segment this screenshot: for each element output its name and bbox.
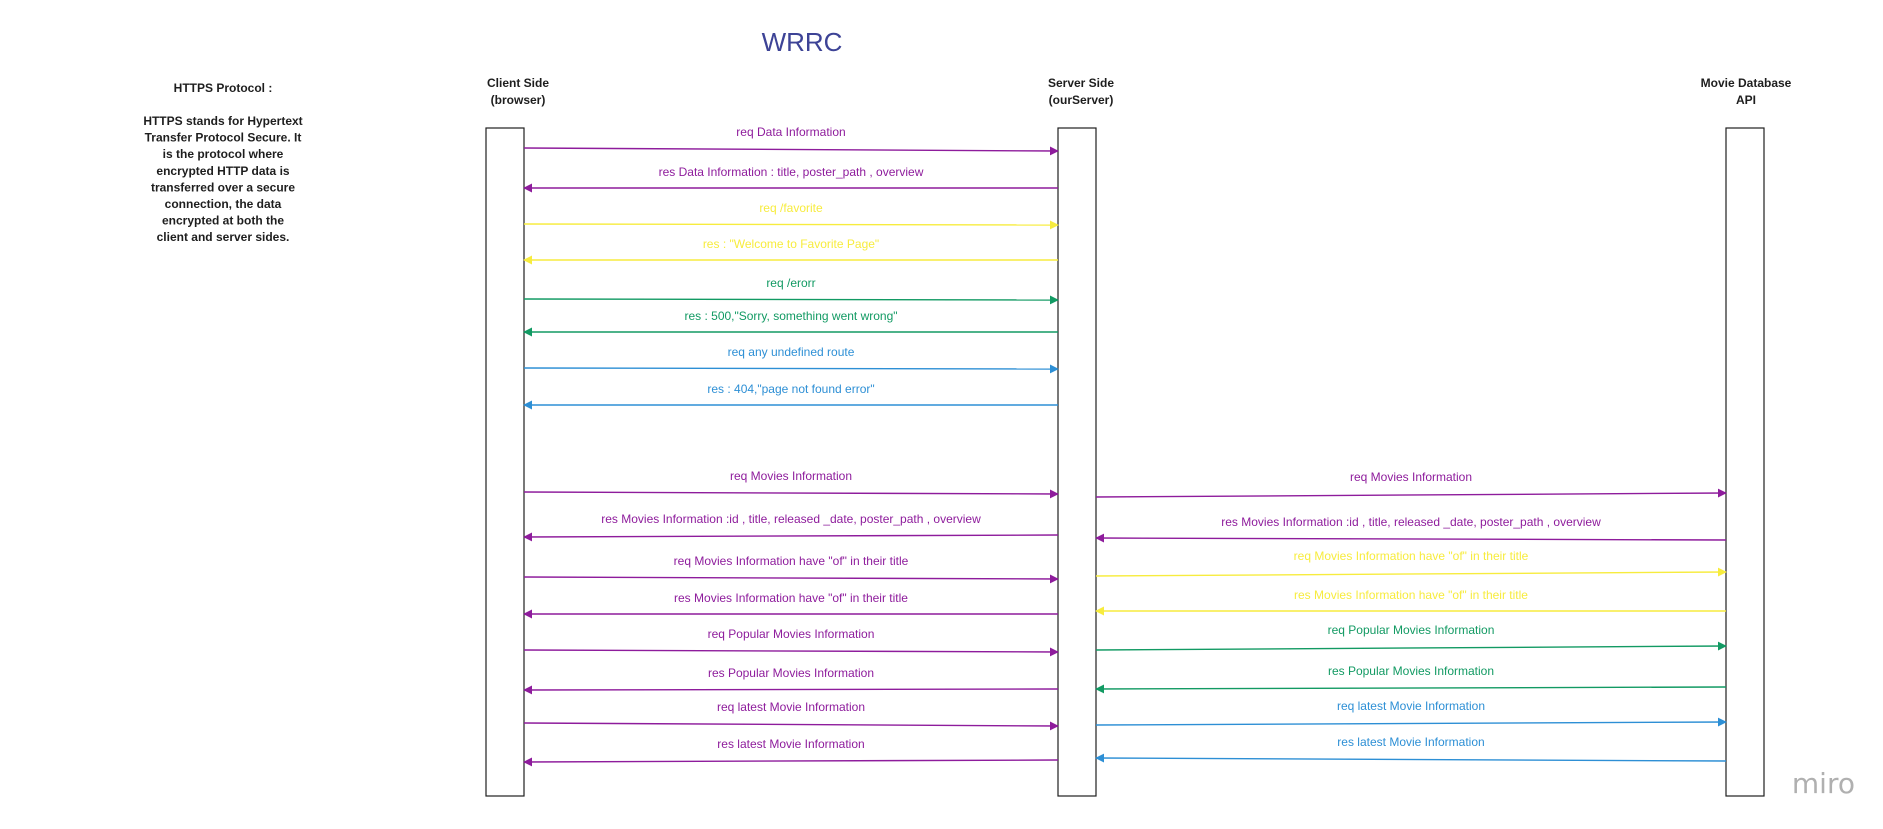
note-body-line: transferred over a secure bbox=[151, 180, 295, 194]
diagram-title: WRRC bbox=[762, 27, 843, 57]
message-arrow bbox=[523, 721, 1059, 731]
message-label: res Movies Information have "of" in thei… bbox=[1294, 588, 1528, 602]
message-arrow bbox=[1095, 684, 1727, 694]
message-label: res Data Information : title, poster_pat… bbox=[659, 165, 924, 179]
message-arrow bbox=[1095, 488, 1727, 498]
message-label: res : 500,"Sorry, something went wrong" bbox=[684, 309, 897, 323]
https-note: HTTPS Protocol : HTTPS stands for Hyperte… bbox=[143, 81, 302, 244]
lifeline-client bbox=[485, 127, 525, 797]
message-arrow bbox=[523, 574, 1059, 584]
lane-label-client: (browser) bbox=[491, 93, 546, 107]
message-label: req latest Movie Information bbox=[717, 700, 865, 714]
message-12: res Movies Information :id , title, rele… bbox=[1095, 515, 1727, 543]
message-arrow bbox=[523, 532, 1059, 542]
message-arrow bbox=[523, 146, 1059, 156]
lane-label-client: Client Side bbox=[487, 76, 549, 90]
message-8: res : 404,"page not found error" bbox=[523, 382, 1058, 410]
message-20: res Popular Movies Information bbox=[1095, 664, 1727, 694]
lane-client: Client Side (browser) bbox=[485, 76, 549, 797]
message-2: res Data Information : title, poster_pat… bbox=[523, 165, 1058, 193]
message-label: req Popular Movies Information bbox=[1328, 623, 1495, 637]
note-body-line: Transfer Protocol Secure. It bbox=[145, 131, 302, 145]
note-body-line: connection, the data bbox=[165, 197, 282, 211]
message-23: res latest Movie Information bbox=[523, 737, 1059, 767]
miro-watermark: miro bbox=[1792, 767, 1855, 800]
message-1: req Data Information bbox=[523, 125, 1059, 156]
message-label: req any undefined route bbox=[728, 345, 855, 359]
message-label: req /erorr bbox=[766, 276, 815, 290]
message-11: res Movies Information :id , title, rele… bbox=[523, 512, 1059, 542]
message-9: req Movies Information bbox=[523, 469, 1059, 499]
note-body-line: HTTPS stands for Hypertext bbox=[143, 114, 302, 128]
lane-label-api: API bbox=[1736, 93, 1756, 107]
message-14: req Movies Information have "of" in thei… bbox=[1095, 549, 1727, 577]
message-17: req Popular Movies Information bbox=[523, 627, 1059, 657]
message-label: res latest Movie Information bbox=[717, 737, 864, 751]
message-label: req Movies Information have "of" in thei… bbox=[674, 554, 909, 568]
message-24: res latest Movie Information bbox=[1095, 735, 1727, 763]
lane-server: Server Side (ourServer) bbox=[1048, 76, 1114, 797]
note-body-line: encrypted HTTP data is bbox=[156, 164, 289, 178]
message-13: req Movies Information have "of" in thei… bbox=[523, 554, 1059, 584]
message-label: res : "Welcome to Favorite Page" bbox=[703, 237, 879, 251]
lane-label-api: Movie Database bbox=[1701, 76, 1792, 90]
message-21: req latest Movie Information bbox=[523, 700, 1059, 731]
message-arrow bbox=[523, 757, 1059, 767]
message-label: req Movies Information bbox=[1350, 470, 1472, 484]
message-label: req Movies Information bbox=[730, 469, 852, 483]
message-arrow bbox=[1095, 533, 1727, 543]
message-5: req /erorr bbox=[523, 276, 1059, 305]
lifeline-api bbox=[1725, 127, 1765, 797]
message-18: req Popular Movies Information bbox=[1095, 623, 1727, 651]
message-label: req Movies Information have "of" in thei… bbox=[1294, 549, 1529, 563]
message-arrow bbox=[523, 489, 1059, 499]
lane-label-server: (ourServer) bbox=[1049, 93, 1114, 107]
message-label: res Movies Information have "of" in thei… bbox=[674, 591, 908, 605]
message-arrow bbox=[523, 364, 1059, 374]
message-label: res : 404,"page not found error" bbox=[707, 382, 874, 396]
message-7: req any undefined route bbox=[523, 345, 1059, 374]
message-label: req /favorite bbox=[759, 201, 823, 215]
message-label: res latest Movie Information bbox=[1337, 735, 1484, 749]
message-10: req Movies Information bbox=[1095, 470, 1727, 498]
message-label: req Popular Movies Information bbox=[708, 627, 875, 641]
message-label: req Data Information bbox=[736, 125, 845, 139]
message-label: res Movies Information :id , title, rele… bbox=[1221, 515, 1601, 529]
message-arrow bbox=[523, 647, 1059, 657]
note-body-line: is the protocol where bbox=[163, 147, 284, 161]
note-body-line: encrypted at both the bbox=[162, 214, 284, 228]
message-label: res Popular Movies Information bbox=[708, 666, 874, 680]
message-label: res Popular Movies Information bbox=[1328, 664, 1494, 678]
messages: req Data Information res Data Information… bbox=[523, 125, 1727, 767]
message-3: req /favorite bbox=[523, 201, 1059, 230]
lifeline-server bbox=[1057, 127, 1097, 797]
message-arrow bbox=[523, 295, 1059, 305]
message-arrow bbox=[1095, 717, 1727, 727]
note-heading: HTTPS Protocol : bbox=[174, 81, 273, 95]
message-arrow bbox=[523, 220, 1059, 230]
message-19: res Popular Movies Information bbox=[523, 666, 1059, 695]
message-arrow bbox=[1095, 753, 1727, 763]
lane-label-server: Server Side bbox=[1048, 76, 1114, 90]
message-16: res Movies Information have "of" in thei… bbox=[1095, 588, 1726, 616]
message-label: res Movies Information :id , title, rele… bbox=[601, 512, 981, 526]
message-15: res Movies Information have "of" in thei… bbox=[523, 591, 1058, 619]
message-arrow bbox=[1095, 567, 1727, 577]
message-6: res : 500,"Sorry, something went wrong" bbox=[523, 309, 1058, 337]
swimlanes: Client Side (browser) Server Side (ourServe… bbox=[485, 76, 1792, 797]
message-arrow bbox=[523, 685, 1059, 695]
message-label: req latest Movie Information bbox=[1337, 699, 1485, 713]
message-arrow bbox=[1095, 641, 1727, 651]
message-4: res : "Welcome to Favorite Page" bbox=[523, 237, 1058, 265]
message-22: req latest Movie Information bbox=[1095, 699, 1727, 727]
note-body-line: client and server sides. bbox=[157, 230, 290, 244]
